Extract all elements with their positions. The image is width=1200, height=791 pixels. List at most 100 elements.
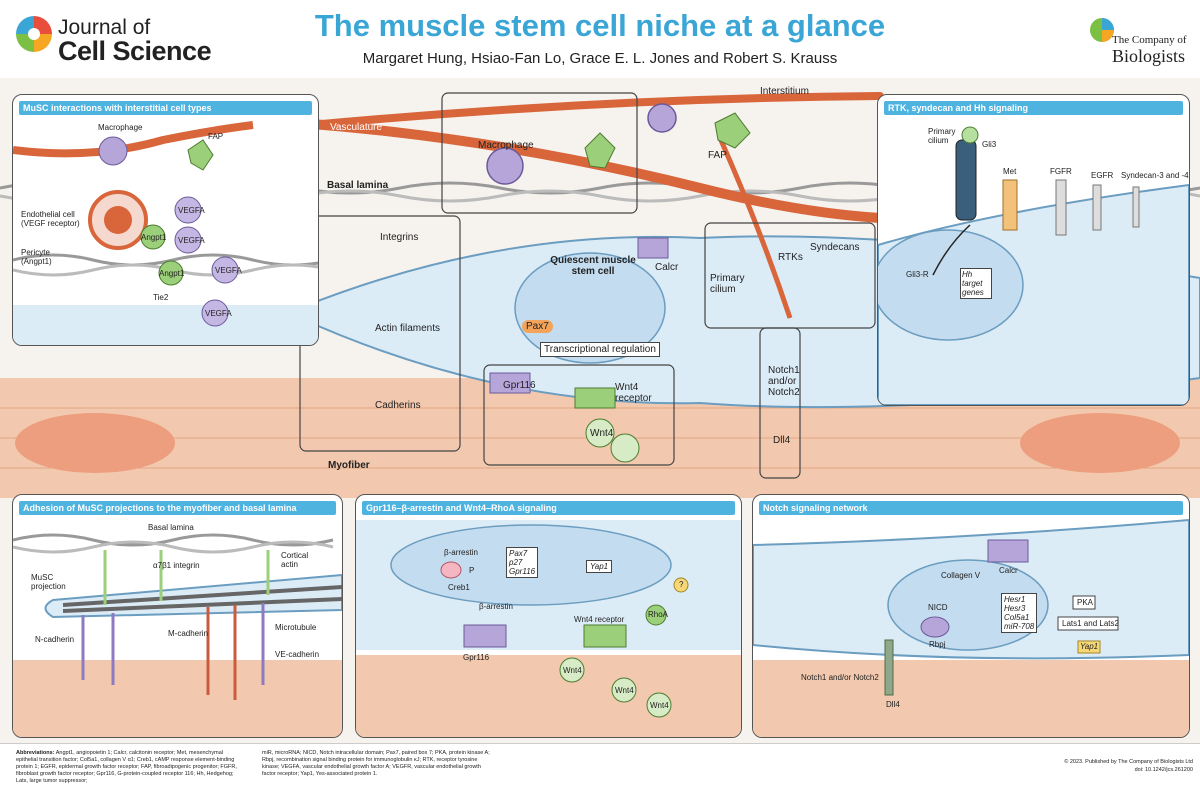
label-integrins: Integrins <box>380 232 419 243</box>
panel-adhesion: Adhesion of MuSC projections to the myof… <box>12 494 343 738</box>
copyright: © 2023. Published by The Company of Biol… <box>1064 759 1193 765</box>
journal-name-line2: Cell Science <box>58 36 212 66</box>
label-myofiber: Myofiber <box>328 460 370 471</box>
pn-target-col5a1: Col5a1 <box>1004 613 1030 622</box>
pg-beta-arrestin-1: β-arrestin <box>444 548 478 557</box>
panel-notch-title: Notch signaling network <box>759 501 1183 515</box>
pg-wnt4-1: Wnt4 <box>563 666 582 675</box>
label-fap: FAP <box>708 150 727 161</box>
pn-lats: Lats1 and Lats2 <box>1062 619 1119 628</box>
panel-rtk-art <box>878 126 1189 405</box>
panel-interstitial: MuSC interactions with interstitial cell… <box>12 94 319 346</box>
pg-target-gpr116: Gpr116 <box>509 567 536 576</box>
label-calcr: Calcr <box>655 262 679 273</box>
panel-notch: Notch signaling network Collagen V Calcr… <box>752 494 1190 738</box>
pn-rbpj: Rbpj <box>929 640 946 649</box>
pa-n-cadherin: N-cadherin <box>35 635 75 644</box>
pn-dll4: Dll4 <box>886 700 900 709</box>
pn-notch: Notch1 and/or Notch2 <box>801 673 879 682</box>
pi-tie2: Tie2 <box>153 293 169 302</box>
panel-rtk-title: RTK, syndecan and Hh signaling <box>884 101 1183 115</box>
jcs-logo-icon <box>16 16 52 52</box>
label-notch: Notch1 and/or Notch2 <box>768 365 800 398</box>
pa-ve-cadherin: VE-cadherin <box>275 650 320 659</box>
label-wnt4: Wnt4 <box>590 428 614 439</box>
pr-syndecan: Syndecan-3 and -4 <box>1121 171 1189 180</box>
label-gpr116: Gpr116 <box>503 380 536 391</box>
pr-hh-target: Hh target genes <box>960 268 992 299</box>
pr-met: Met <box>1003 167 1017 176</box>
pi-endothelial: Endothelial cell (VEGF receptor) <box>21 210 80 228</box>
panel-gpr116-title: Gpr116–β-arrestin and Wnt4–RhoA signalin… <box>362 501 735 515</box>
label-vasculature: Vasculature <box>330 122 383 133</box>
pn-pka: PKA <box>1077 598 1094 607</box>
panel-adhesion-title: Adhesion of MuSC projections to the myof… <box>19 501 336 515</box>
panel-interstitial-title: MuSC interactions with interstitial cell… <box>19 101 312 115</box>
pa-basal-lamina: Basal lamina <box>148 523 194 532</box>
pn-collagen: Collagen V <box>941 571 981 580</box>
label-basal-lamina: Basal lamina <box>327 180 389 191</box>
pi-fap: FAP <box>208 132 224 141</box>
pg-wnt4-3: Wnt4 <box>650 701 669 710</box>
pi-vegfa-4: VEGFA <box>205 309 232 318</box>
footer: Abbreviations: Angpt1, angiopoietin 1; C… <box>0 743 1200 791</box>
pg-rhoa: RhoA <box>648 610 669 619</box>
page-title: The muscle stem cell niche at a glance <box>314 8 886 43</box>
pg-targets: Pax7 p27 Gpr116 <box>506 547 539 578</box>
panel-gpr116: Gpr116–β-arrestin and Wnt4–RhoA signalin… <box>355 494 742 738</box>
pn-calcr: Calcr <box>999 566 1018 575</box>
doi: doi: 10.1242/jcs.261200 <box>1134 767 1193 773</box>
publisher-line1: The Company of <box>1112 34 1187 46</box>
journal-name-line1: Journal of <box>58 16 151 39</box>
label-syndecans: Syndecans <box>810 242 860 253</box>
label-wnt4-receptor: Wnt4 receptor <box>615 382 652 404</box>
pg-question: ? <box>679 580 684 589</box>
label-pax7: Pax7 <box>522 320 553 333</box>
publisher-line2: Biologists <box>1112 46 1186 66</box>
pg-wnt4-2: Wnt4 <box>615 686 634 695</box>
pg-target-p27: p27 <box>509 558 523 567</box>
abbr-title: Abbreviations: <box>16 750 55 756</box>
pn-target-hesr1: Hesr1 <box>1004 595 1026 604</box>
pg-creb1: Creb1 <box>448 583 470 592</box>
pn-nicd: NICD <box>928 603 948 612</box>
label-dll4: Dll4 <box>773 435 791 446</box>
pa-integrin: α7β1 integrin <box>153 561 200 570</box>
pg-p: P <box>469 566 475 575</box>
label-cadherins: Cadherins <box>375 400 421 411</box>
label-quiescent: Quiescent muscle stem cell <box>550 255 636 277</box>
label-interstitium: Interstitium <box>760 86 809 97</box>
pi-vegfa-2: VEGFA <box>178 236 205 245</box>
pr-gli3r: Gli3-R <box>906 270 929 279</box>
abbr-block-1: Abbreviations: Angpt1, angiopoietin 1; C… <box>16 750 246 785</box>
cob-logo <box>1088 16 1116 44</box>
pi-vegfa-1: VEGFA <box>178 206 205 215</box>
jcs-logo <box>14 14 54 54</box>
pi-angpt1-2: Angpt1 <box>159 269 185 278</box>
pr-primary-cilium: Primary cilium <box>928 127 956 145</box>
label-rtks: RTKs <box>778 252 803 263</box>
label-primary-cilium: Primary cilium <box>710 273 745 295</box>
pa-m-cadherin: M-cadherin <box>168 629 209 638</box>
abbr-text-1: Angpt1, angiopoietin 1; Calcr, calcitoni… <box>16 750 237 784</box>
label-transcriptional: Transcriptional regulation <box>540 342 660 357</box>
pg-beta-arrestin-2: β-arrestin <box>479 602 513 611</box>
pa-musc-projection: MuSC projection <box>31 573 66 591</box>
pn-targets: Hesr1 Hesr3 Col5a1 miR-708 <box>1001 593 1038 633</box>
pi-macrophage: Macrophage <box>98 123 143 132</box>
panel-notch-art <box>753 518 1189 737</box>
pa-microtubule: Microtubule <box>275 623 317 632</box>
pi-angpt1-1: Angpt1 <box>141 233 167 242</box>
pg-target-pax7: Pax7 <box>509 549 528 558</box>
panel-rtk: RTK, syndecan and Hh signaling Primary c… <box>877 94 1190 406</box>
pg-gpr116: Gpr116 <box>463 653 490 662</box>
pn-target-hesr3: Hesr3 <box>1004 604 1026 613</box>
label-macrophage: Macrophage <box>478 140 534 151</box>
pi-pericyte: Pericyte (Angpt1) <box>21 248 52 266</box>
cob-logo-icon <box>1090 18 1114 42</box>
panel-adhesion-art <box>13 533 342 737</box>
pa-cortical-actin: Cortical actin <box>281 551 309 569</box>
panel-interstitial-art <box>13 121 318 345</box>
authors: Margaret Hung, Hsiao-Fan Lo, Grace E. L.… <box>362 50 838 67</box>
label-actin-filaments: Actin filaments <box>375 323 441 334</box>
